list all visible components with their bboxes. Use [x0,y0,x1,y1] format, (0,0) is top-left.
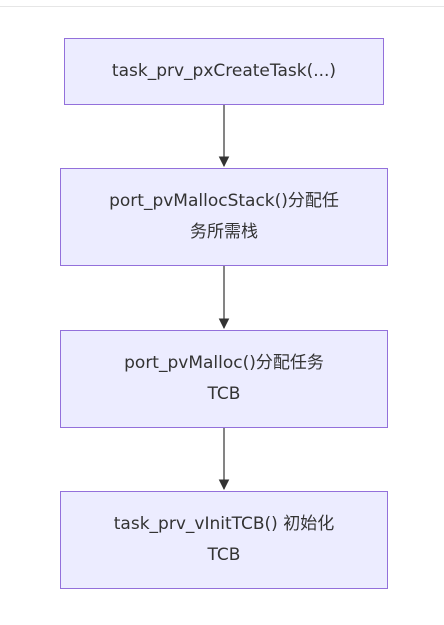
node-init-tcb-label-line-1: task_prv_vInitTCB() 初始化 [113,514,335,534]
node-malloc-tcb-label-line-1: port_pvMalloc()分配任务 [124,353,324,373]
node-malloc-stack: port_pvMallocStack()分配任 务所需栈 [60,168,388,266]
node-malloc-tcb: port_pvMalloc()分配任务 TCB [60,330,388,428]
node-malloc-stack-label-line-1: port_pvMallocStack()分配任 [109,191,339,211]
node-create-task-label: task_prv_pxCreateTask(...) [111,61,337,81]
top-divider [0,6,444,7]
node-malloc-tcb-label-line-2: TCB [207,384,241,404]
node-init-tcb: task_prv_vInitTCB() 初始化 TCB [60,491,388,589]
node-create-task: task_prv_pxCreateTask(...) [64,38,384,105]
node-init-tcb-label-line-2: TCB [207,545,241,565]
node-malloc-stack-label-line-2: 务所需栈 [190,222,258,242]
